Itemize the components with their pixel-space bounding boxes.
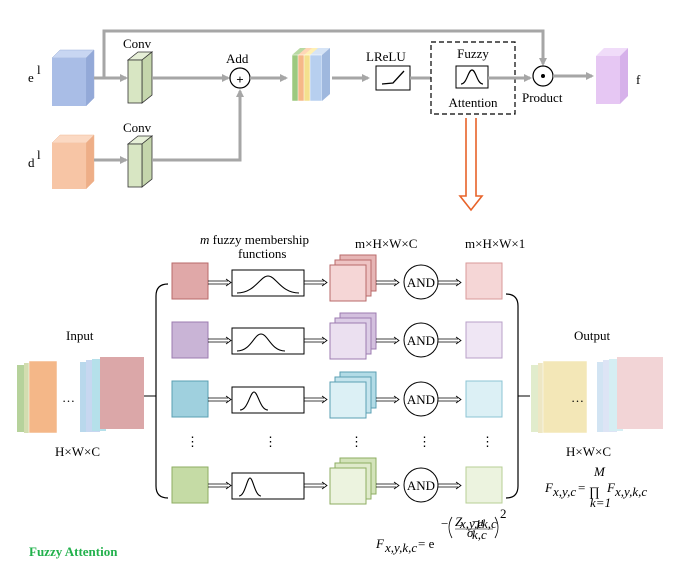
lrelu-label: LReLU [366, 49, 406, 64]
svg-text:⋮: ⋮ [418, 434, 431, 449]
svg-text:k=1: k=1 [590, 495, 611, 510]
row-1-feature [171, 262, 209, 300]
row-4-feature [171, 466, 209, 504]
row-2-gaussian-icon [236, 333, 286, 352]
col-label-mhw1: m×H×W×1 [465, 236, 525, 251]
svg-text:∏: ∏ [589, 484, 600, 499]
right-bracket [505, 293, 519, 499]
product-dot [541, 74, 545, 78]
expand-arrow [458, 118, 484, 212]
add-symbol: + [236, 72, 243, 87]
row-2-and-node [403, 322, 439, 358]
conv-bottom-label: Conv [123, 120, 152, 135]
row-3-and-node [403, 381, 439, 417]
svg-text:−: − [472, 514, 479, 529]
row-3-mf-stack [329, 381, 367, 419]
row-3-feature [171, 380, 209, 418]
input-stack [17, 357, 144, 434]
fuzzy-icon-box [455, 65, 489, 89]
svg-text:Z: Z [455, 514, 463, 529]
d-sup-label: l [37, 147, 41, 162]
input-dims: H×W×C [55, 444, 100, 459]
svg-text:F: F [544, 480, 554, 495]
output-dims: H×W×C [566, 444, 611, 459]
membership-formula: F x,y,k,c = e − Z x,y,c − μ k,c σ k,c 2 [375, 506, 507, 555]
left-bracket [155, 283, 169, 499]
svg-text:x,y,k,c: x,y,k,c [384, 540, 417, 555]
row-4: AND [171, 457, 503, 505]
row-2-feature [171, 321, 209, 359]
conv-top-block [126, 51, 154, 104]
mf-title-italic: m fuzzy membership [200, 232, 309, 247]
add-label: Add [226, 51, 249, 66]
concat-feature-stack [291, 48, 330, 102]
lrelu-block [375, 65, 411, 91]
svg-text:⋮: ⋮ [350, 434, 363, 449]
row-3-mf-box [231, 386, 305, 414]
row-1-mf-stack [329, 264, 367, 302]
svg-text:⋮: ⋮ [481, 434, 494, 449]
row-4-mf-stack [329, 467, 367, 505]
svg-text:x,y,k,c: x,y,k,c [614, 484, 647, 499]
svg-text:k,c: k,c [482, 516, 497, 531]
f-output-block [596, 48, 628, 104]
svg-text:μ: μ [476, 514, 484, 529]
svg-text:F: F [606, 480, 616, 495]
row-3-output [465, 380, 503, 418]
input-ellipsis: … [62, 390, 75, 405]
fuzzy-label: Fuzzy [457, 46, 489, 61]
vdots-row: ⋮ ⋮ ⋮ ⋮ ⋮ [186, 434, 494, 449]
svg-text:⋮: ⋮ [264, 434, 277, 449]
input-label: Input [66, 328, 94, 343]
output-stack [531, 357, 663, 434]
svg-text:=: = [578, 480, 585, 495]
row-4-gaussian-icon [238, 477, 262, 497]
svg-text:2: 2 [500, 506, 507, 521]
row-1-gaussian-icon [236, 275, 300, 294]
e-sup-label: l [37, 62, 41, 77]
svg-text:k,c: k,c [472, 527, 487, 542]
row-3-gaussian-icon [239, 391, 269, 411]
row-1: AND [171, 254, 503, 302]
row-1-and-node [403, 264, 439, 300]
row-4-output [465, 466, 503, 504]
output-formula: F x,y,c = ∏ M k=1 F x,y,k,c [544, 464, 647, 510]
conv-top-label: Conv [123, 36, 152, 51]
row-2: AND [171, 312, 503, 360]
mf-title-line2: functions [238, 246, 286, 261]
svg-text:σ: σ [467, 525, 474, 540]
d-input-block [51, 134, 95, 190]
row-2-output [465, 321, 503, 359]
output-label: Output [574, 328, 611, 343]
svg-text:M: M [593, 464, 606, 479]
row-2-mf-box [231, 327, 305, 355]
row-1-output [465, 262, 503, 300]
row-1-and-label: AND [407, 275, 435, 290]
e-input-block [51, 49, 95, 107]
d-label: d [28, 155, 35, 170]
f-label: f [636, 72, 641, 87]
output-ellipsis: … [571, 390, 584, 405]
e-label: e [28, 70, 34, 85]
svg-text:= e: = e [418, 536, 435, 551]
row-2-and-label: AND [407, 333, 435, 348]
svg-text:−: − [441, 516, 448, 531]
gaussian-icon [460, 69, 484, 85]
row-4-and-node [403, 467, 439, 503]
col-label-mhwc: m×H×W×C [355, 236, 417, 251]
product-label: Product [522, 90, 563, 105]
svg-text:x,y,c: x,y,c [552, 484, 576, 499]
row-4-mf-box [231, 472, 305, 500]
svg-text:F: F [375, 536, 385, 551]
conv-bottom-block [126, 135, 154, 188]
row-4-and-label: AND [407, 478, 435, 493]
caption-title: Fuzzy Attention [29, 544, 118, 559]
svg-text:x,y,c: x,y,c [459, 516, 483, 531]
row-3-and-label: AND [407, 392, 435, 407]
svg-text:⋮: ⋮ [186, 434, 199, 449]
row-2-mf-stack [329, 322, 367, 360]
attention-label: Attention [448, 95, 498, 110]
row-3: AND [171, 371, 503, 419]
